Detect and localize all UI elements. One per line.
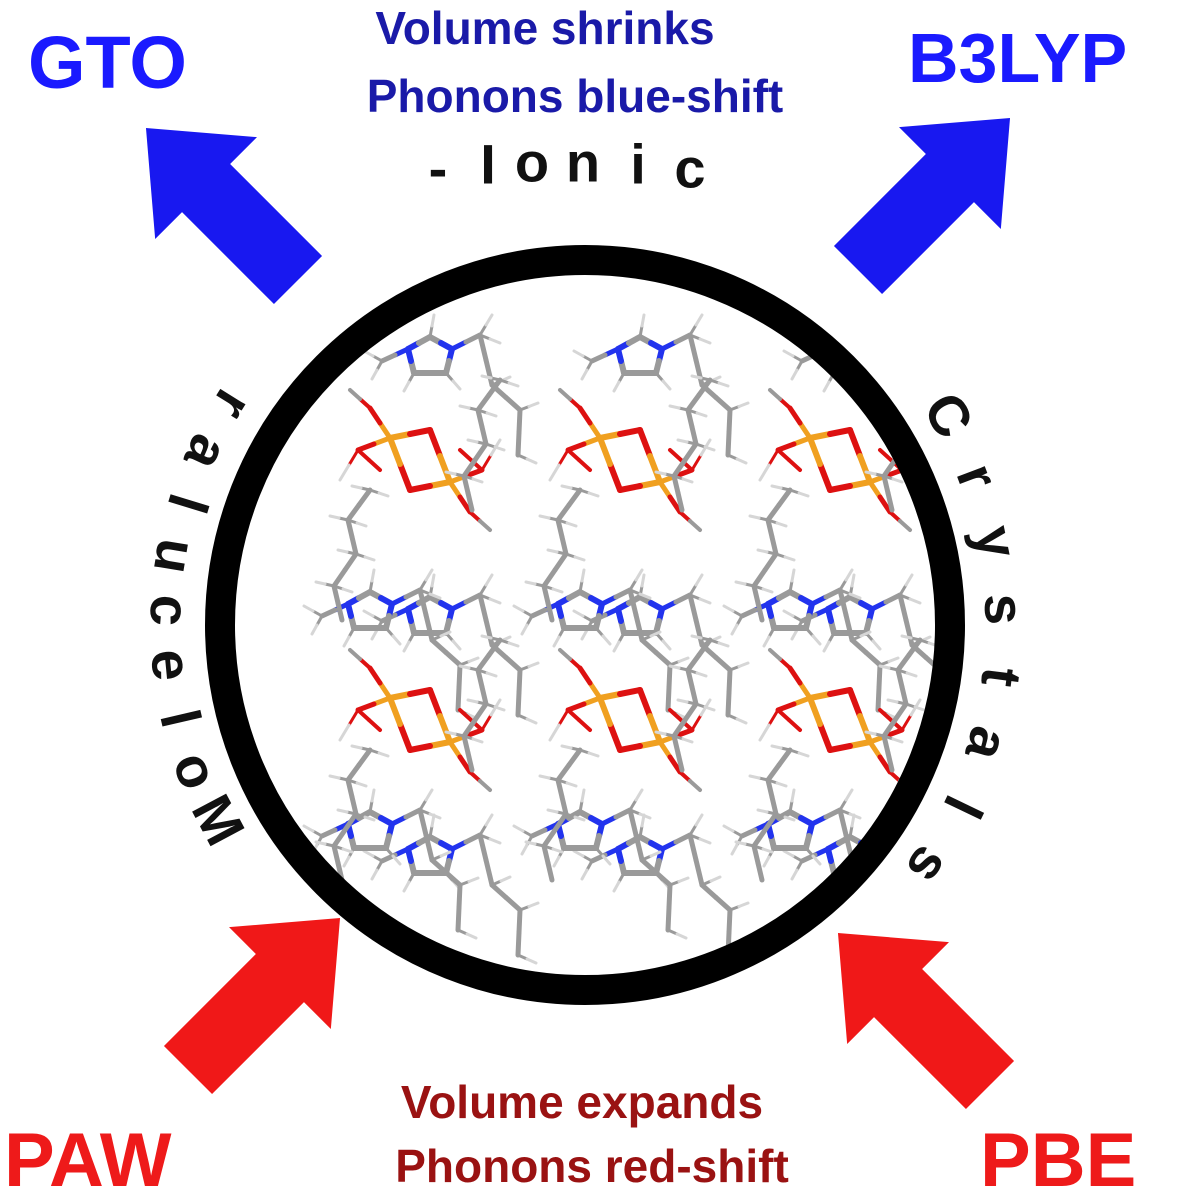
alkyl-chain [444,374,520,513]
ring-letter-left-5: u [142,534,210,578]
ring-letter-left-4: c [138,594,202,627]
arrow-up-right-icon [833,117,1011,295]
ring-letter-right-3: s [973,593,1037,626]
ring-letter-top-4: i [630,133,646,196]
imidazolium-cation [722,568,900,720]
phonons-red-shift-text: Phonons red-shift [395,1140,789,1192]
ring-letter-left-7: a [172,426,243,481]
ring-letter-left-2: l [148,704,213,733]
phosphate-anion [338,388,502,532]
ring-letter-right-1: r [944,455,1011,498]
alkyl-chain [654,374,730,513]
imidazolium-cation [362,813,540,965]
ring-letter-top-0: - [429,137,448,200]
phonons-blue-shift-text: Phonons blue-shift [367,70,784,122]
alkyl-chain [524,484,600,623]
ring-letter-top-2: o [515,131,549,194]
phosphate-anion [548,648,712,792]
paw-label: PAW [4,1118,172,1200]
ring-letter-right-6: l [932,787,996,828]
ring-letter-left-1: o [161,743,232,797]
imidazolium-cation [362,313,540,465]
arrow-up-right-icon [163,917,341,1095]
alkyl-chain [864,634,937,773]
alkyl-chain [524,744,600,883]
arrow-up-left-icon [837,932,1015,1110]
phosphate-anion [548,388,712,532]
ring-letter-top-5: c [674,137,705,200]
ring-letter-left-6: l [156,487,221,520]
ring-letter-top-3: n [566,131,600,194]
pbe-label: PBE [980,1118,1136,1200]
alkyl-chain [734,484,810,623]
ring-letter-right-0: C [911,382,986,449]
ring-letter-right-5: a [953,720,1022,768]
ring-letter-top-1: I [480,133,496,196]
volume-expands-text: Volume expands [401,1076,763,1128]
imidazolium-cation [572,313,750,465]
alkyl-chain [444,634,520,773]
ring-letter-left-8: r [201,379,266,431]
phosphate-anion [338,648,502,792]
alkyl-chain [654,634,730,773]
alkyl-chain [314,484,390,623]
volume-shrinks-text: Volume shrinks [375,2,714,54]
arrow-up-left-icon [145,127,323,305]
gto-label: GTO [28,21,187,104]
imidazolium-cation [302,788,480,940]
phosphate-anion [758,648,922,792]
b3lyp-label: B3LYP [908,19,1127,97]
ring-letter-left-3: e [139,646,205,683]
crystal-ring [205,245,965,1005]
ring-letter-right-7: s [894,835,963,897]
imidazolium-cation [512,788,690,940]
ring-letter-right-2: y [963,520,1031,563]
alkyl-chain [734,744,810,883]
ring-letter-right-4: t [969,664,1034,690]
